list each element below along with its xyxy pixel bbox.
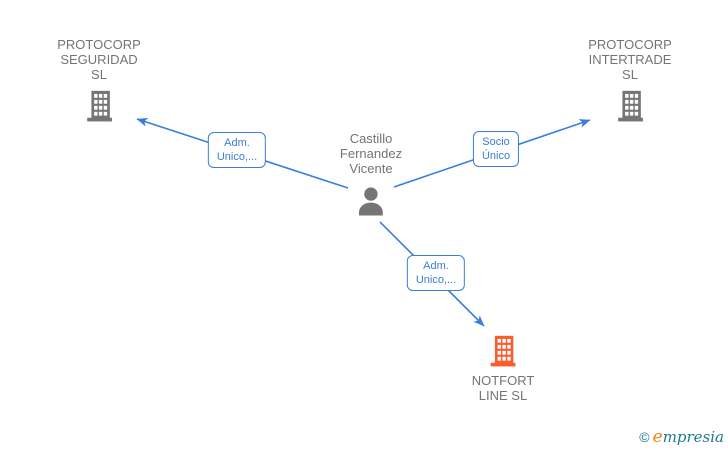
company-name-label: NOTFORT LINE SL — [472, 373, 535, 403]
edge-label-line: Unico,... — [415, 274, 457, 286]
company-name-line: PROTOCORP — [588, 37, 672, 52]
company-name-line: NOTFORT — [471, 373, 535, 388]
edge-label-line: Unico,... — [216, 151, 258, 163]
edge-label-adm-unico-left[interactable]: Adm. Unico,... — [207, 132, 267, 168]
person-icon — [354, 185, 388, 219]
node-protocorp-intertrade[interactable]: PROTOCORP INTERTRADE SL — [588, 37, 672, 122]
company-name-line: INTERTRADE — [588, 52, 672, 67]
company-name-line: SL — [622, 67, 638, 82]
edge-label-line: Socio — [482, 136, 510, 148]
person-name-line: Vicente — [349, 161, 393, 176]
company-name-line: SL — [91, 67, 107, 82]
copyright-symbol: © — [639, 429, 650, 445]
brand-initial-letter: e — [652, 427, 663, 447]
edge-label-socio-unico[interactable]: Socio Único — [472, 131, 520, 167]
brand-name-text: mpresia — [662, 428, 724, 446]
node-castillo-fernandez-vicente[interactable]: Castillo Fernandez Vicente — [340, 131, 402, 219]
company-name-line: LINE SL — [478, 388, 528, 403]
edge-label-line: Adm. — [423, 260, 449, 272]
person-name-line: Castillo — [349, 131, 393, 146]
edge-label-adm-unico-bottom[interactable]: Adm. Unico,... — [406, 255, 466, 291]
edge-label-line: Único — [481, 150, 511, 162]
company-name-line: PROTOCORP — [57, 37, 141, 52]
company-name-line: SEGURIDAD — [60, 52, 138, 67]
node-protocorp-seguridad[interactable]: PROTOCORP SEGURIDAD SL — [57, 37, 141, 122]
node-notfort-line[interactable]: NOTFORT LINE SL — [472, 333, 535, 403]
building-icon — [82, 88, 116, 122]
person-name-label: Castillo Fernandez Vicente — [340, 131, 402, 176]
person-name-line: Fernandez — [339, 146, 403, 161]
empresia-logo[interactable]: ©empresia — [639, 427, 724, 447]
building-icon — [613, 88, 647, 122]
company-name-label: PROTOCORP SEGURIDAD SL — [57, 37, 141, 82]
building-icon — [486, 333, 520, 367]
edge-label-line: Adm. — [224, 137, 250, 149]
company-name-label: PROTOCORP INTERTRADE SL — [588, 37, 672, 82]
